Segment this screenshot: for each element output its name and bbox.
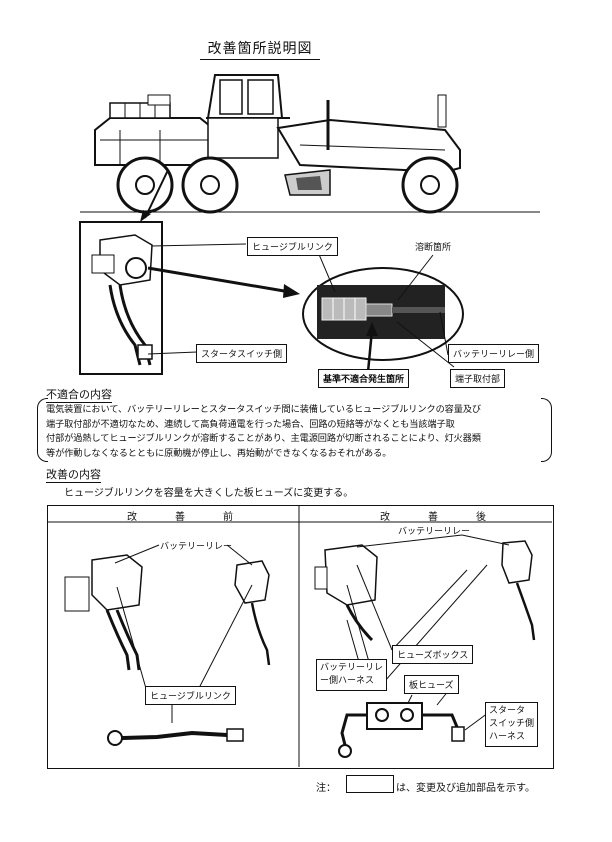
after-battery-relay-label: バッテリーリレー [398, 527, 471, 537]
improvement-heading: 改善の内容 [46, 468, 101, 483]
defect-point-callout: 基準不適合発生箇所 [318, 369, 410, 388]
before-battery-relay-label: バッテリーリレー [160, 542, 233, 552]
starter-harness-label: スタータ スイッチ側 ハーネス [485, 702, 539, 747]
before-header: 改 善 前 [127, 512, 247, 523]
battery-relay-side-callout: バッテリーリレー側 [448, 344, 540, 363]
defect-line: 等が作動しなくなるとともに原動機が停止し、再始動ができなくなるおそれがある。 [46, 447, 392, 459]
comparison-table [47, 505, 554, 769]
starter-side-callout: スタータスイッチ側 [196, 344, 288, 363]
defect-line: 付部が過熱してヒュージブルリンクが溶断することがあり、主電源回路が切断されること… [46, 433, 481, 445]
defect-line: 電気装置において、バッテリーリレーとスタータスイッチ間に装備しているヒュージブル… [46, 404, 482, 415]
improvement-text: ヒュージブルリンクを容量を大きくした板ヒューズに変更する。 [64, 488, 354, 499]
fuse-box-label: ヒューズボックス [392, 645, 474, 664]
before-fusible-link-label: ヒュージブルリンク [145, 686, 236, 705]
comparison-drawings [47, 505, 552, 767]
battery-relay-harness-label: バッテリーリレ ー側ハーネス [316, 659, 388, 691]
melt-point-label: 溶断箇所 [415, 243, 452, 253]
after-header: 改 善 後 [380, 512, 500, 523]
defect-heading: 不適合の内容 [46, 388, 112, 403]
page-title: 改善箇所説明図 [200, 38, 320, 60]
plate-fuse-label: 板ヒューズ [404, 675, 459, 694]
defect-line: 端子取付部が不適切なため、連続して高負荷通電を行った場合、回路の短絡等がなくとも… [46, 418, 455, 430]
defect-description: 電気装置において、バッテリーリレーとスタータスイッチ間に装備しているヒュージブル… [46, 403, 546, 461]
grader-illustration [79, 74, 540, 375]
note-legend-box [346, 775, 394, 793]
note-prefix: 注： [316, 783, 336, 794]
fusible-link-callout: ヒュージブルリンク [247, 237, 338, 256]
terminal-mount-callout: 端子取付部 [450, 369, 506, 388]
note-text: は、変更及び追加部品を示す。 [396, 783, 535, 794]
